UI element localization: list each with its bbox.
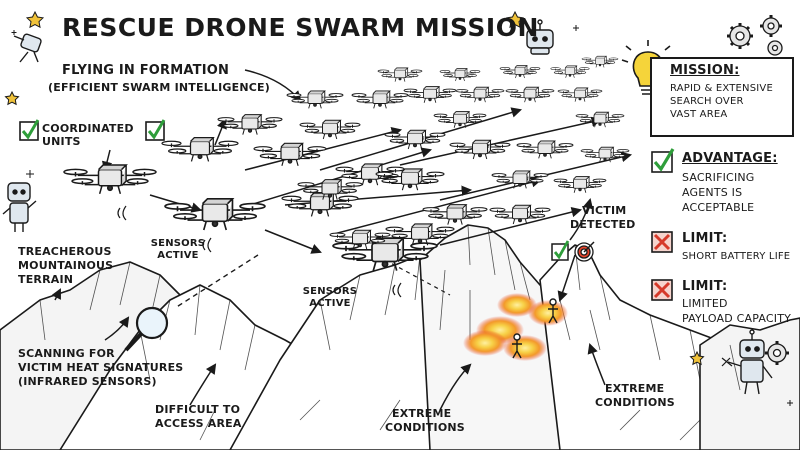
target-icon xyxy=(574,241,595,262)
gear-icon xyxy=(765,341,789,365)
difficult-access-label-2: ACCESS AREA xyxy=(155,417,242,430)
victim-detected-label-1: VICTIM xyxy=(582,204,627,217)
x-icon xyxy=(651,279,673,301)
limit-battery-heading: LIMIT: xyxy=(682,231,728,246)
drone-icon xyxy=(489,204,551,225)
drone-icon xyxy=(553,176,607,193)
drone-icon xyxy=(286,90,344,109)
limit-battery-text: SHORT BATTERY LIFE xyxy=(682,251,791,262)
drone-icon xyxy=(375,168,445,191)
formation-label: FLYING IN FORMATION xyxy=(62,63,230,78)
drone-icon xyxy=(499,65,541,79)
terrain-label-3: TERRAIN xyxy=(18,273,74,286)
person-icon xyxy=(548,298,558,324)
difficult-access-label-1: DIFFICULT TO xyxy=(155,403,241,416)
robot-icon xyxy=(721,329,773,395)
limit-payload-line-2: PAYLOAD CAPACITY xyxy=(682,312,792,325)
drone-icon xyxy=(422,204,488,225)
drone-icon xyxy=(433,111,487,128)
victim-detected-label-2: DETECTED xyxy=(570,218,636,231)
advantage-line-2: AGENTS IS xyxy=(682,186,743,199)
sensors-active-label: SENSORS ACTIVE xyxy=(150,238,206,261)
drone-icon xyxy=(449,139,511,160)
extreme-conditions-right-label-1: EXTREME xyxy=(605,382,665,395)
scanning-label-2: VICTIM HEAT SIGNATURES xyxy=(18,361,184,374)
gear-icon xyxy=(727,23,753,49)
drone-swarm xyxy=(63,55,630,271)
drone-icon xyxy=(550,65,590,78)
mountain-range xyxy=(0,224,800,450)
drone-icon xyxy=(377,67,423,82)
heat-signatures xyxy=(463,293,568,361)
drone-icon xyxy=(439,68,481,82)
drone-icon xyxy=(384,129,446,150)
drone-icon xyxy=(455,86,505,103)
drone-icon xyxy=(581,55,619,68)
drone-icon xyxy=(299,119,361,140)
mission-line-3: VAST AREA xyxy=(670,109,728,120)
drone-icon xyxy=(580,146,630,163)
extreme-conditions-label-2: CONDITIONS xyxy=(385,421,465,434)
page-title: RESCUE DRONE SWARM MISSION xyxy=(62,13,539,42)
terrain-label-1: TREACHEROUS xyxy=(18,245,112,258)
extreme-conditions-right-label-2: CONDITIONS xyxy=(595,396,675,409)
terrain-label-2: MOUNTAINOUS xyxy=(18,259,114,272)
limit-payload-line-1: LIMITED xyxy=(682,297,728,310)
sensors-active-label-2: SENSORS ACTIVE xyxy=(302,286,358,309)
mission-heading: MISSION: xyxy=(670,63,740,78)
drone-icon xyxy=(281,192,359,217)
person-icon xyxy=(512,333,522,359)
formation-sublabel: (EFFICIENT SWARM INTELLIGENCE) xyxy=(48,81,270,94)
drone-icon xyxy=(385,223,455,246)
drone-icon xyxy=(557,87,603,102)
robot-icon xyxy=(2,182,37,232)
drone-icon xyxy=(253,142,327,166)
check-icon xyxy=(651,148,675,173)
drone-icon xyxy=(491,170,549,189)
mission-line-2: SEARCH OVER xyxy=(670,96,744,107)
sparkles xyxy=(11,25,793,406)
advantage-heading: ADVANTAGE: xyxy=(682,151,778,166)
check-icon xyxy=(145,119,166,141)
drone-icon xyxy=(161,137,239,162)
x-icon xyxy=(651,231,673,253)
drone-icon xyxy=(575,111,625,128)
advantage-line-1: SACRIFICING xyxy=(682,171,755,184)
mountain-hatching xyxy=(39,224,741,441)
drone-icon xyxy=(63,164,157,195)
drone-icon xyxy=(329,229,391,250)
drone-icon xyxy=(505,86,555,103)
robot-icon xyxy=(526,19,554,55)
magnifier-icon xyxy=(124,306,169,352)
drone-icon xyxy=(217,114,283,135)
drone-icon xyxy=(403,86,457,103)
drone-icon xyxy=(516,140,574,159)
gear-icon xyxy=(767,40,783,56)
scanning-label-1: SCANNING FOR xyxy=(18,347,115,360)
drone-icon xyxy=(164,197,266,231)
scan-line xyxy=(174,254,259,309)
scanning-label-3: (INFRARED SENSORS) xyxy=(18,375,157,388)
star-icon xyxy=(4,10,705,366)
drone-icon xyxy=(297,179,363,200)
mission-box: MISSION: RAPID & EXTENSIVE SEARCH OVER V… xyxy=(650,57,794,137)
drone-icon xyxy=(351,90,409,109)
check-icon xyxy=(551,240,570,261)
signal-marks xyxy=(117,205,402,298)
gear-icon xyxy=(760,15,782,37)
drone-icon xyxy=(335,163,405,186)
advantage-line-3: ACCEPTABLE xyxy=(682,201,755,214)
mission-line-1: RAPID & EXTENSIVE xyxy=(670,83,773,94)
extreme-conditions-label-1: EXTREME xyxy=(392,407,452,420)
check-icon xyxy=(19,119,40,141)
limit-payload-heading: LIMIT: xyxy=(682,279,728,294)
coordinated-units-label: COORDINATED UNITS xyxy=(42,122,134,148)
robot-icon xyxy=(13,33,42,63)
